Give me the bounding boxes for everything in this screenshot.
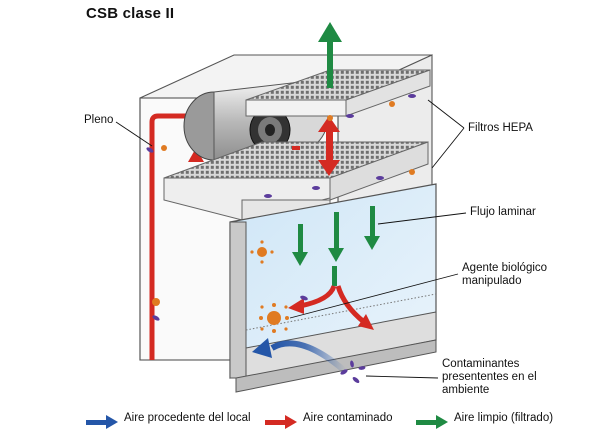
callout-lines — [115, 99, 467, 379]
exhaust-arrow-up — [318, 22, 342, 88]
legend-clean-air-label: Aire limpio (filtrado) — [454, 412, 554, 424]
legend-arrows — [86, 415, 448, 429]
recirculation-arrows — [292, 116, 340, 176]
legend-contaminated-air-label: Aire contaminado — [303, 412, 393, 424]
bacteria-icon — [146, 94, 416, 383]
laminar-flow-arrows — [292, 206, 380, 286]
virus-particle-icon — [152, 101, 415, 333]
contaminants-label: Contaminantes presententes en el ambient… — [442, 358, 537, 396]
plenum-duct — [149, 113, 196, 360]
supply-hepa-filter — [163, 141, 429, 221]
diagram-title: CSB clase II — [86, 5, 175, 22]
legend-room-air-label: Aire procedente del local — [124, 412, 251, 424]
legend-contaminated-air: Aire contaminado — [303, 412, 393, 424]
laminar-flow-label: Flujo laminar — [470, 206, 536, 218]
legend-room-air: Aire procedente del local — [124, 412, 251, 424]
legend-clean-air: Aire limpio (filtrado) — [454, 412, 553, 424]
exhaust-hepa-filter — [245, 69, 431, 117]
plenum-label: Pleno — [84, 114, 114, 126]
room-air-intake-arrow — [252, 338, 348, 375]
hepa-filters-label: Filtros HEPA — [468, 122, 533, 134]
split-flow-arrows — [288, 285, 374, 330]
biological-agent-label: Agente biológico manipulado — [462, 262, 548, 287]
